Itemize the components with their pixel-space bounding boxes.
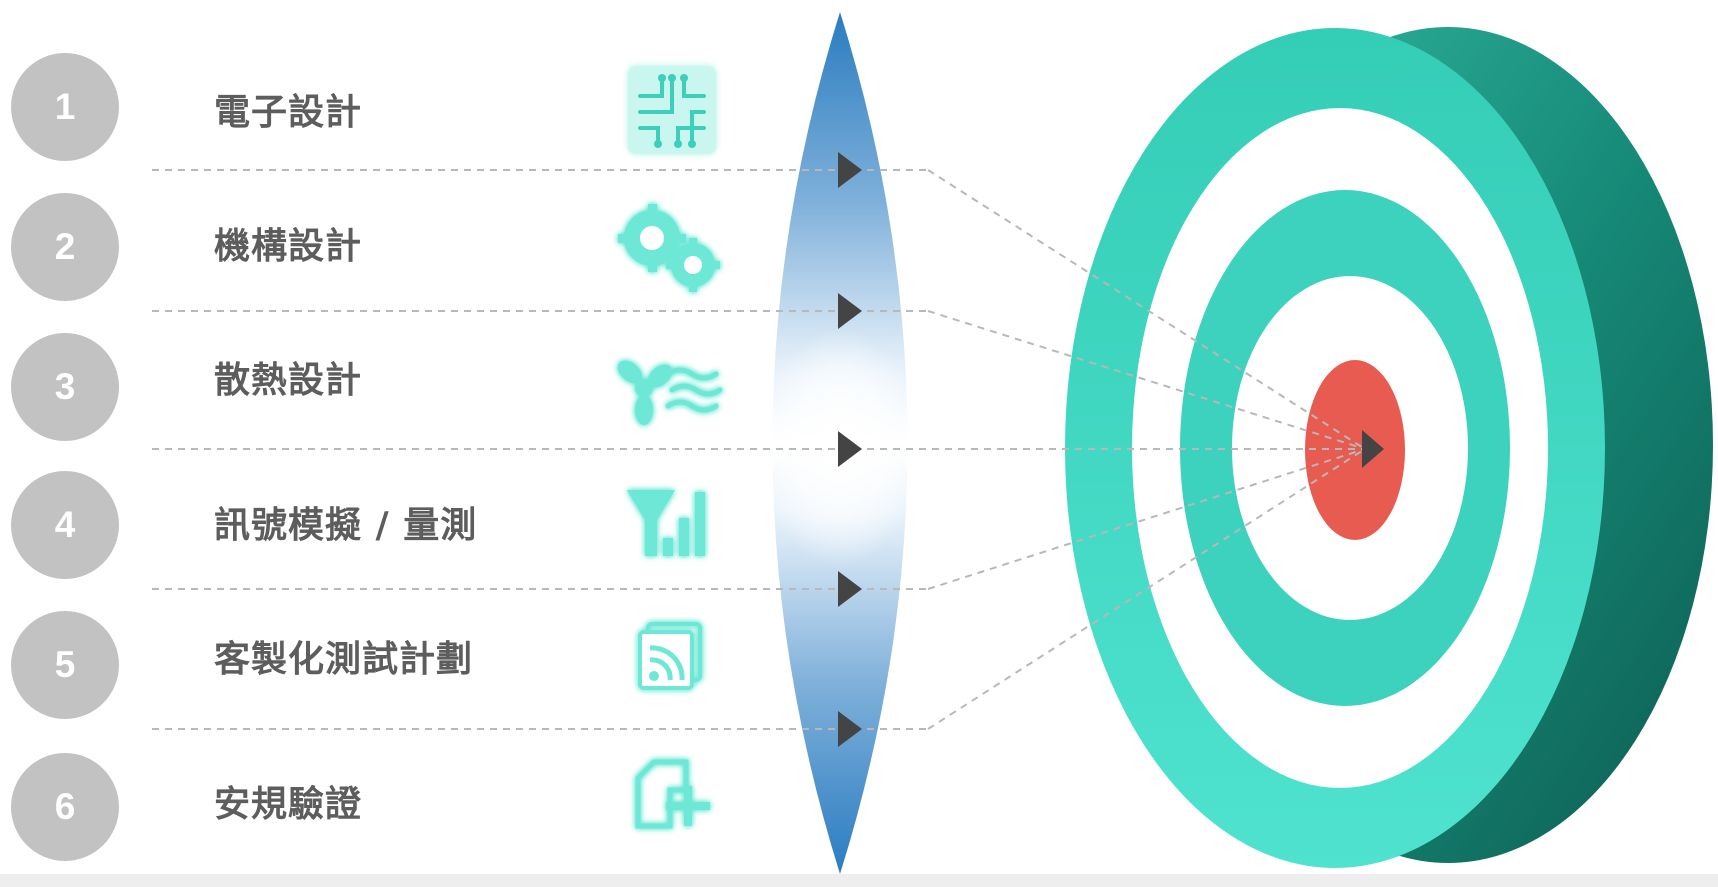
target [1065, 27, 1713, 868]
dashed-guides [152, 169, 1366, 730]
arrow-1 [838, 152, 862, 188]
stacked-documents-signal-icon [638, 622, 702, 690]
arrow-2 [838, 293, 862, 329]
arrow-5 [838, 711, 862, 747]
arrowheads [838, 152, 1384, 747]
step-number-1: 1 [11, 53, 119, 161]
bottom-band [0, 874, 1718, 887]
step-number-2: 2 [11, 193, 119, 301]
document-plus-icon [635, 759, 710, 829]
signal-filter-bars-icon [627, 490, 705, 556]
step-label-1: 電子設計 [214, 92, 363, 133]
step-number-4: 4 [11, 471, 119, 579]
step-label-6: 安規驗證 [214, 784, 363, 825]
circuit-board-icon [628, 66, 716, 154]
arrow-4 [838, 571, 862, 607]
arrow-3 [838, 431, 862, 467]
step-label-3: 散熱設計 [214, 360, 363, 401]
step-number-5: 5 [11, 611, 119, 719]
arrow-target [1362, 430, 1384, 468]
step-label-5: 客製化測試計劃 [214, 639, 474, 680]
step-label-4: 訊號模擬 / 量測 [214, 505, 478, 546]
fan-airflow-icon [617, 360, 723, 425]
step-label-2: 機構設計 [214, 226, 363, 267]
step-number-6: 6 [11, 753, 119, 861]
step-number-3: 3 [11, 333, 119, 441]
gears-icon [618, 204, 720, 292]
